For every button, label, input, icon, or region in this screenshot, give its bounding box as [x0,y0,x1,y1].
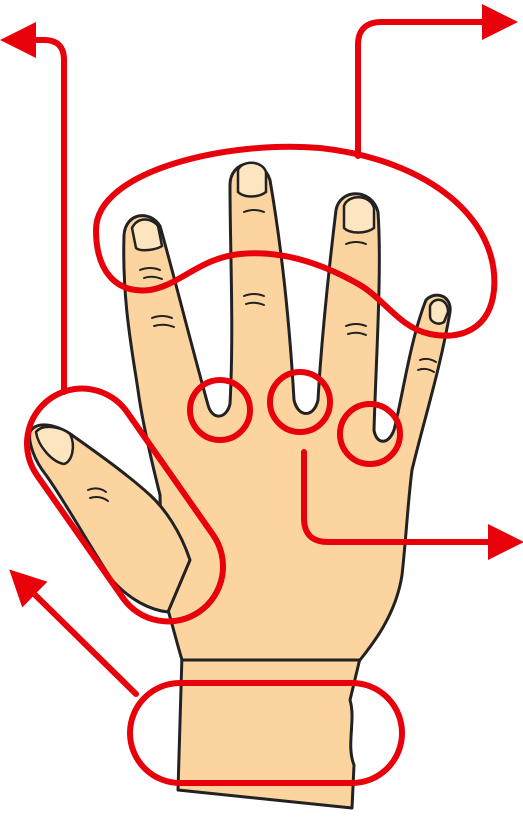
arrow-wrist [22,582,136,694]
middle-nail [238,163,266,197]
ring-nail [344,197,374,232]
arrow-thumb [18,40,64,392]
arrow-fingertips [358,22,500,156]
index-nail [132,220,162,251]
pinky-nail [430,300,448,324]
hand-illustration [30,163,451,808]
